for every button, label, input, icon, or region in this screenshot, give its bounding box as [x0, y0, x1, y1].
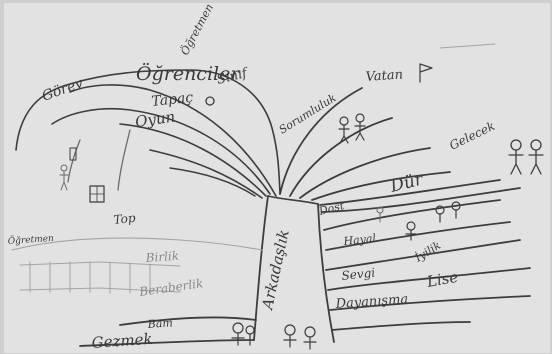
word-bam: Bam: [146, 316, 173, 331]
stick-figures: [59, 113, 544, 350]
trunk-left-edge: [253, 195, 269, 341]
word-tapac: Tapaç: [151, 90, 194, 110]
root-right-4: [327, 267, 531, 291]
faint-fence-posts: [29, 261, 151, 295]
building-window-lines: [89, 185, 105, 203]
root-right-3: [325, 239, 521, 271]
stick-figure-pair-top: [338, 113, 366, 144]
stick-figure-group-bottom: [231, 322, 317, 350]
word-dayanisma: Dayanışma: [334, 292, 408, 312]
stick-figure-left: [59, 164, 69, 191]
branch-up-right-3: [299, 147, 431, 199]
word-sevgi: Sevgi: [341, 266, 376, 283]
branch-right-6: [321, 187, 521, 213]
faint-fence-top: [19, 261, 181, 267]
trunk-right-edge: [317, 203, 335, 343]
word-vatan: Vatan: [365, 67, 403, 85]
branch-inner-1: [69, 84, 277, 197]
root-right-2: [325, 221, 511, 251]
word-gezmek: Gezmek: [91, 330, 153, 352]
root-right-1: [323, 199, 501, 231]
word-oyun: Oyun: [134, 108, 176, 131]
paper-sheet: [4, 3, 550, 353]
branch-right-4: [311, 171, 451, 201]
tree-crown: [15, 69, 521, 213]
root-left-1: [119, 316, 257, 326]
branch-inner-3: [119, 123, 267, 197]
flag-icon: [419, 63, 433, 83]
word-ogrenciler: Öğrenciler: [136, 62, 241, 85]
branch-inner-6: [117, 129, 131, 191]
word-ogretmen-left: Öğretmen: [7, 232, 54, 247]
canopy-outline: [15, 69, 281, 195]
branch-inner-5: [169, 167, 256, 197]
root-right-6: [331, 321, 471, 331]
ball-icon: [205, 96, 215, 106]
trunk-top: [267, 195, 319, 205]
tree-trunk: [253, 195, 335, 343]
word-hayal: Hayal: [342, 232, 377, 248]
branch-inner-7: [67, 139, 81, 183]
faint-top-right-line: [439, 43, 496, 49]
word-lise: Lise: [425, 268, 460, 291]
faint-hill-line: [11, 237, 263, 251]
doodles: [69, 63, 433, 203]
faint-landscape: [11, 43, 496, 295]
word-top: Top: [113, 211, 137, 227]
root-right-5: [329, 295, 531, 311]
stick-figure-group-middle: [376, 201, 461, 241]
branch-inner-4: [149, 149, 263, 199]
small-building-icon: [69, 147, 77, 161]
faint-fence-bottom: [19, 287, 181, 293]
branch-up-right-1: [279, 87, 363, 195]
stick-figure-pair-right: [508, 139, 544, 175]
word-birlik: Birlik: [144, 249, 179, 265]
word-dost: Dost: [317, 199, 346, 218]
branch-right-5: [319, 179, 501, 206]
branch-up-right-2: [289, 117, 393, 197]
branch-inner-2: [51, 107, 271, 195]
